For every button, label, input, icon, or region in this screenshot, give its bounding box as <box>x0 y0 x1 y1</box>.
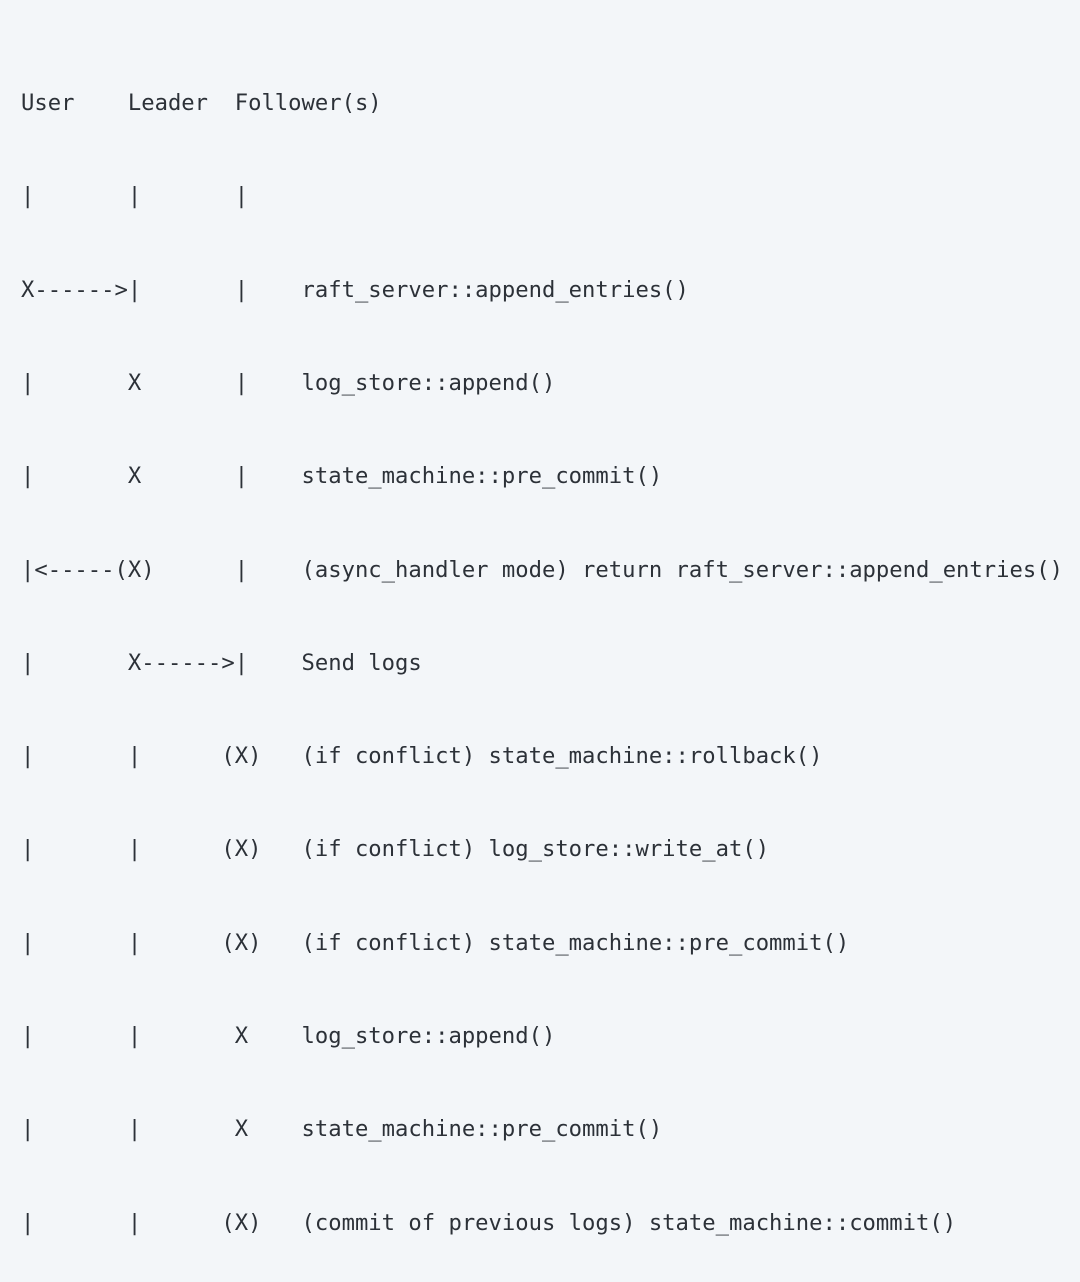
code-block: User Leader Follower(s) | | | X------>| … <box>21 90 1063 1235</box>
diagram-line: | | (X) (if conflict) log_store::write_a… <box>21 836 770 863</box>
diagram-line: | | (X) (if conflict) state_machine::pre… <box>21 929 850 956</box>
diagram-line: | X | state_machine::pre_commit() <box>21 463 663 490</box>
diagram-line: | | (X) (if conflict) state_machine::rol… <box>21 743 823 770</box>
diagram-line: | | (X) (commit of previous logs) state_… <box>21 1209 957 1236</box>
diagram-line: | X | log_store::append() <box>21 370 556 397</box>
diagram-line: | | | <box>21 183 249 210</box>
diagram-header-row: User Leader Follower(s) <box>21 90 382 117</box>
diagram-line: X------>| | raft_server::append_entries(… <box>21 276 689 303</box>
diagram-line: | | X state_machine::pre_commit() <box>21 1116 663 1143</box>
diagram-line: |<-----(X) | (async_handler mode) return… <box>21 556 1063 583</box>
sequence-diagram: User Leader Follower(s) | | | X------>| … <box>21 26 1080 1282</box>
diagram-line: | X------>| Send logs <box>21 649 422 676</box>
diagram-line: | | X log_store::append() <box>21 1023 556 1049</box>
